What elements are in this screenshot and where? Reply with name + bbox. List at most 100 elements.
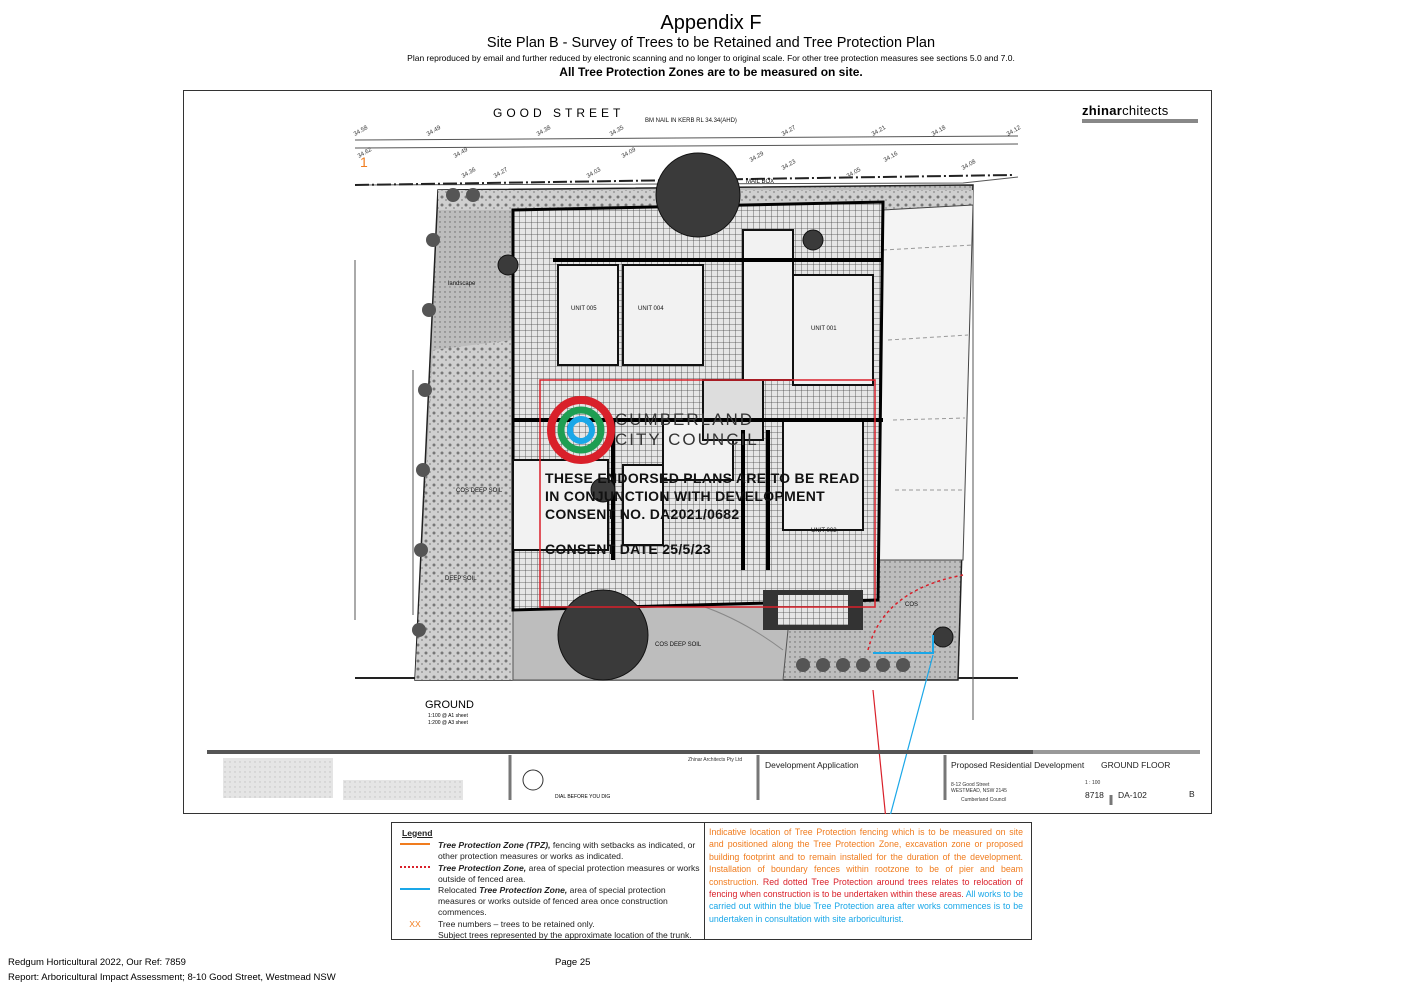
- tree-number-symbol: XX: [409, 918, 421, 929]
- deep-soil-label: COS DEEP SOIL: [655, 642, 702, 648]
- legend-bold: Tree Protection Zone,: [438, 862, 527, 873]
- revision: B: [1189, 789, 1195, 799]
- page-number: Page 25: [555, 957, 591, 968]
- drawing-scale: 1:100 @ A1 sheet: [428, 713, 468, 719]
- street-name: GOOD STREET: [493, 106, 625, 120]
- legend-notes: Indicative location of Tree Protection f…: [709, 826, 1023, 925]
- mail-box-label: MAIL BOX: [746, 179, 774, 185]
- deep-soil-label: COS: [905, 602, 918, 608]
- paving: [415, 340, 513, 680]
- legend-text: Tree numbers – trees to be retained only…: [438, 918, 595, 929]
- note-orange: Indicative location of Tree Protection f…: [709, 827, 1023, 887]
- logo-underline: [1082, 119, 1198, 123]
- drawing-scale: 1:200 @ A3 sheet: [428, 720, 468, 726]
- legend-text: Subject trees represented by the approxi…: [438, 929, 692, 940]
- blue-line-symbol: [400, 888, 430, 891]
- consent-stamp: THESE ENDORSED PLANS ARE TO BE READ IN C…: [545, 470, 860, 557]
- legend-item-red-tpz: Tree Protection Zone, area of special pr…: [400, 863, 700, 885]
- job-number: 8718: [1085, 790, 1104, 800]
- orange-line-symbol: [400, 843, 430, 846]
- spot-level: 34.35: [609, 125, 626, 138]
- tpz-red-boundary: [539, 379, 876, 608]
- spot-level: 34.21: [871, 125, 888, 138]
- spot-level: 34.27: [781, 125, 798, 138]
- status-label: Development Application: [765, 760, 859, 770]
- landscape-label: landscape: [448, 281, 476, 287]
- legend-text: area of special protection measures or w…: [438, 862, 700, 884]
- stamp-line: CONSENT NO. DA2021/0682: [545, 506, 739, 522]
- logo-rest: chitects: [1122, 103, 1169, 118]
- unit-label: UNIT 004: [638, 306, 664, 312]
- stamp-line: THESE ENDORSED PLANS ARE TO BE READ: [545, 470, 860, 486]
- legend-text: Relocated: [438, 885, 480, 896]
- legend-item-tpz: Tree Protection Zone (TPZ), fencing with…: [400, 840, 700, 862]
- spot-level: 34.05: [846, 167, 863, 180]
- title-block-small-print: [223, 758, 463, 800]
- spot-level: 34.18: [931, 125, 948, 138]
- north-arrow-icon: [522, 769, 544, 791]
- deep-soil-label: COS DEEP SOIL: [456, 488, 503, 494]
- dial-before-you-dig: DIAL BEFORE YOU DIG: [555, 794, 610, 800]
- hedge-trees: [412, 188, 910, 672]
- reproduction-note: Plan reproduced by email and further red…: [407, 53, 1015, 63]
- council-label: Cumberland Council: [961, 797, 1006, 803]
- leader-red: [872, 689, 887, 814]
- footer-ref: Redgum Horticultural 2022, Our Ref: 7859: [8, 957, 186, 968]
- drawing-name: GROUND: [425, 699, 474, 711]
- measurement-note: All Tree Protection Zones are to be meas…: [559, 65, 863, 79]
- legend-item-trunk: Subject trees represented by the approxi…: [400, 930, 700, 941]
- tree-number: 1: [360, 154, 368, 170]
- spot-level: 34.36: [461, 167, 478, 180]
- address-line: 8-12 Good Street: [951, 782, 990, 788]
- spot-level: 34.27: [493, 167, 510, 180]
- council-seal: [547, 396, 615, 464]
- deep-soil-label: DEEP SOIL: [445, 576, 477, 582]
- site-plan-drawing: UNIT 005 UNIT 004 UNIT 001 UNIT 002 COS …: [207, 118, 1200, 814]
- drawing-title: GROUND FLOOR: [1101, 760, 1170, 770]
- page-subtitle: Site Plan B - Survey of Trees to be Reta…: [486, 35, 936, 51]
- legend-bold: Tree Protection Zone,: [479, 885, 568, 896]
- architect-logo: zhinarchitects: [1082, 103, 1169, 118]
- spot-level: 34.49: [453, 147, 470, 160]
- tpz-red-dotted-arc: [867, 574, 964, 651]
- council-name-line1: CUMBERLAND: [615, 410, 754, 429]
- spot-level: 34.16: [883, 151, 900, 164]
- unit-label: UNIT 001: [811, 326, 837, 332]
- legend-item-tree-numbers: XX Tree numbers – trees to be retained o…: [400, 919, 700, 930]
- spot-level: 34.49: [426, 125, 443, 138]
- stamp-line: CONSENT DATE 25/5/23: [545, 541, 711, 557]
- spot-level: 34.08: [961, 159, 978, 172]
- spot-level: 34.38: [536, 125, 553, 138]
- rooms: [512, 229, 874, 551]
- page-title: Appendix F: [660, 12, 762, 34]
- legend-divider: [704, 823, 705, 939]
- footer-report: Report: Arboricultural Impact Assessment…: [8, 972, 336, 983]
- leader-blue: [889, 654, 934, 814]
- unit-label: UNIT 002: [811, 528, 837, 534]
- legend-title: Legend: [402, 828, 433, 838]
- stamp-line: IN CONJUNCTION WITH DEVELOPMENT: [545, 488, 825, 504]
- legend-bold: Tree Protection Zone (TPZ),: [438, 840, 551, 851]
- note-blue: All works to be carried out within the b…: [709, 889, 1023, 924]
- legend-text: area of special protection measures or w…: [438, 885, 668, 918]
- firm-name: Zhinar Architects Pty Ltd: [688, 757, 742, 763]
- spot-level: 34.03: [586, 167, 603, 180]
- drawing-number: DA-102: [1118, 790, 1147, 800]
- address-line: WESTMEAD, NSW 2145: [951, 788, 1007, 794]
- spot-level: 34.09: [621, 147, 638, 160]
- benchmark-note: BM NAIL IN KERB RL 34.34(AHD): [645, 118, 737, 124]
- red-dotted-symbol: [400, 865, 430, 868]
- scale-label: 1 : 100: [1085, 780, 1101, 786]
- council-name-line2: CITY COUNCIL: [615, 430, 759, 449]
- legend-item-blue-tpz: Relocated Tree Protection Zone, area of …: [400, 885, 700, 919]
- logo-bold: zhinar: [1082, 103, 1123, 118]
- spot-level: 34.29: [749, 151, 766, 164]
- tree-canopies: [497, 152, 954, 681]
- drawing-frame: [183, 90, 1212, 814]
- tpz-blue-line: [873, 635, 934, 654]
- spot-level: 34.23: [781, 159, 798, 172]
- legend-text: fencing with setbacks as indicated, or o…: [438, 840, 696, 862]
- unit-label: UNIT 005: [571, 306, 597, 312]
- legend-list: Legend Tree Protection Zone (TPZ), fenci…: [400, 827, 700, 941]
- spot-level: 34.58: [353, 125, 370, 138]
